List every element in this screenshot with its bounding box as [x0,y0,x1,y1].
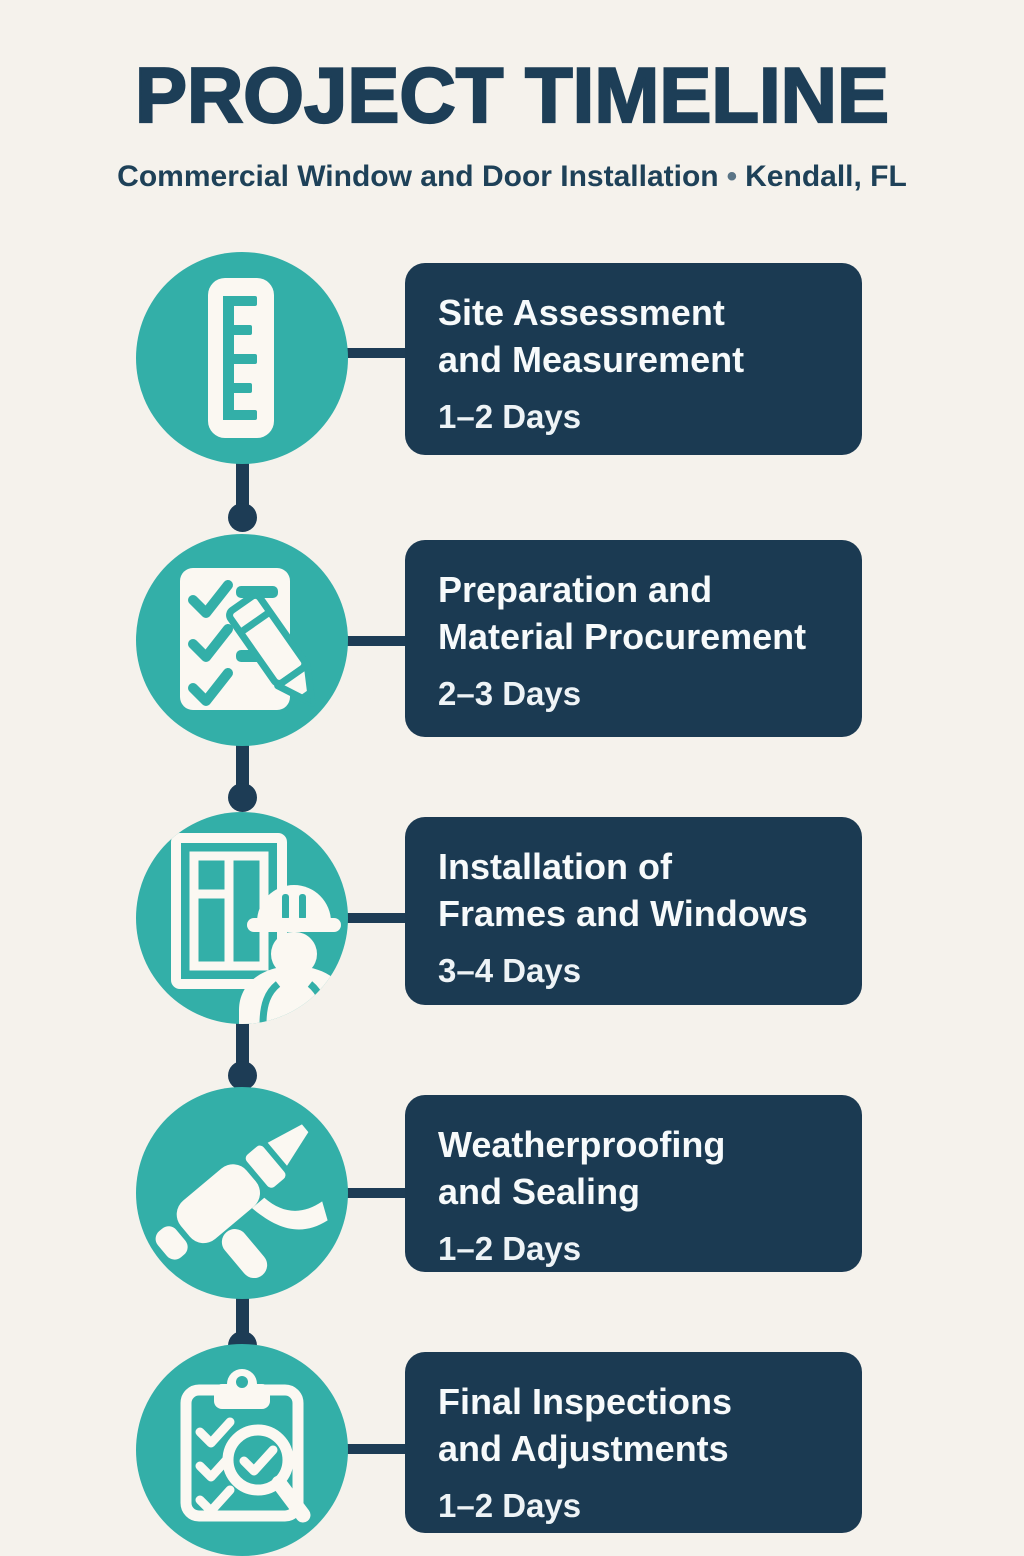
step-duration: 3–4 Days [438,952,582,989]
page-title: PROJECT TIMELINE [134,51,890,139]
connector-horizontal [300,913,410,923]
connector-dot [228,1061,257,1090]
step-card: Preparation and Material Procurement 2–3… [405,540,862,737]
step-icon-circle [136,812,348,1024]
step-card: Final Inspections and Adjustments 1–2 Da… [405,1352,862,1533]
connector-horizontal [300,1188,410,1198]
step-card: Site Assessment and Measurement 1–2 Days [405,263,862,455]
connector-vertical [236,1019,249,1063]
step-icon-circle [136,252,348,464]
connector-dot [228,503,257,532]
connector-dot [228,783,257,812]
connector-vertical [236,1294,249,1336]
subtitle-text: Commercial Window and Door Installation [117,160,719,193]
checklist-pencil-icon [180,568,316,710]
step-title: Weatherproofing and Sealing [438,1124,726,1212]
step-icon-circle [136,1344,348,1556]
ruler-icon [208,278,274,438]
header: PROJECT TIMELINE Commercial Window and D… [0,0,1024,194]
step-duration: 2–3 Days [438,675,582,712]
step-title: Site Assessment and Measurement [438,292,745,380]
connector-vertical [236,459,249,505]
caulk-gun-icon [155,1124,328,1279]
step-title: Preparation and Material Procurement [438,569,807,657]
page-subtitle: Commercial Window and Door Installation•… [0,160,1024,194]
window-worker-icon [171,833,348,1024]
connector-horizontal [300,636,410,646]
step-card: Weatherproofing and Sealing 1–2 Days [405,1095,862,1272]
step-icon-circle [136,1087,348,1299]
subtitle-location: Kendall, FL [745,160,907,193]
step-title: Installation of Frames and Windows [438,846,808,934]
step-duration: 1–2 Days [438,398,582,435]
step-duration: 1–2 Days [438,1487,582,1524]
clipboard-magnifier-icon [180,1369,311,1523]
connector-horizontal [300,348,410,358]
step-title: Final Inspections and Adjustments [438,1381,733,1469]
step-card: Installation of Frames and Windows 3–4 D… [405,817,862,1005]
connector-horizontal [300,1444,410,1454]
bullet-separator: • [726,160,738,193]
step-duration: 1–2 Days [438,1230,582,1267]
connector-vertical [236,741,249,785]
step-icon-circle [136,534,348,746]
